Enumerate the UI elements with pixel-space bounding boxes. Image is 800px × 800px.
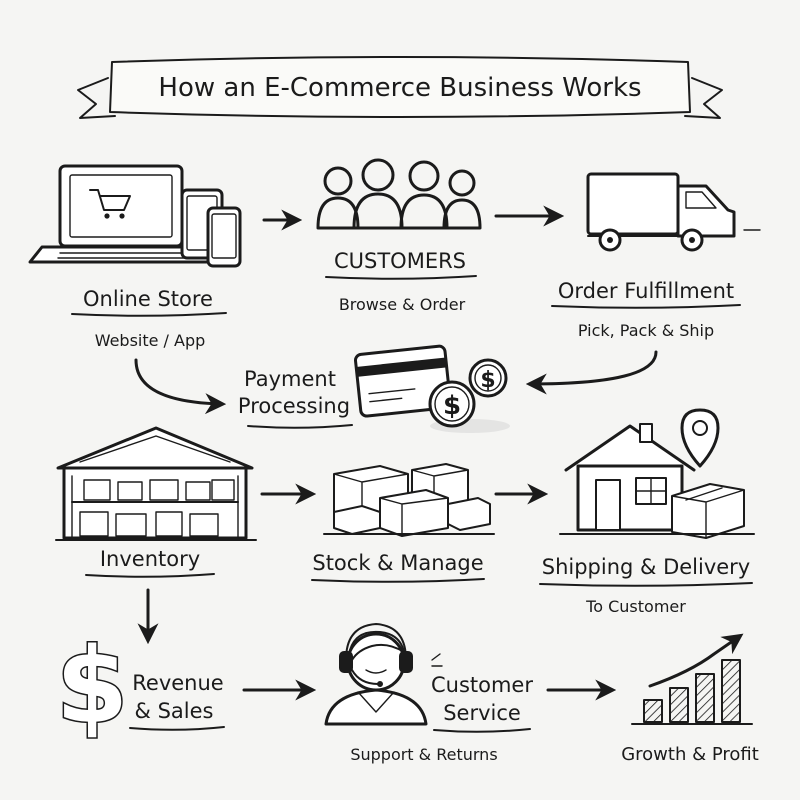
boxes-icon [323,463,495,537]
coin-dollar-glyph-small: $ [480,368,495,393]
shipping-label: Shipping & Delivery [542,555,751,579]
online-store-label: Online Store [83,287,213,311]
payment-label-line2: Processing [238,394,350,418]
svg-text:$: $ [56,625,128,747]
coin-dollar-glyph: $ [443,391,461,421]
payment-label-line1: Payment [244,367,336,391]
headset-agent-icon [324,623,443,726]
order-fulfillment-label: Order Fulfillment [558,279,734,303]
house-location-package-icon [559,408,755,539]
revenue-label-line1: Revenue [132,671,223,695]
dollar-sign-icon: $ [54,624,129,749]
customers-label: CUSTOMERS [334,249,466,273]
customers-sub: Browse & Order [339,295,466,314]
laptop-cart-devices-icon [28,164,242,268]
inventory-label: Inventory [100,547,200,571]
revenue-label-line2: & Sales [135,699,214,723]
people-group-icon [316,158,482,230]
growth-label: Growth & Profit [621,744,759,765]
page-title: How an E-Commerce Business Works [158,73,641,103]
title-banner: How an E-Commerce Business Works [77,56,723,119]
arrow-store-to-payment [134,358,227,415]
shipping-sub: To Customer [585,597,686,616]
delivery-truck-icon [586,172,761,252]
customer-service-sub: Support & Returns [350,745,497,764]
credit-card-coins-icon: $ $ [354,344,510,433]
online-store-sub: Website / App [95,331,206,350]
rising-bar-chart-icon [631,633,753,725]
warehouse-icon [55,426,257,541]
stock-label: Stock & Manage [312,551,483,575]
customer-service-label-line2: Service [443,701,521,725]
arrow-fulfillment-to-payment [525,350,658,395]
order-fulfillment-sub: Pick, Pack & Ship [578,321,714,340]
customer-service-label-line1: Customer [431,673,533,697]
